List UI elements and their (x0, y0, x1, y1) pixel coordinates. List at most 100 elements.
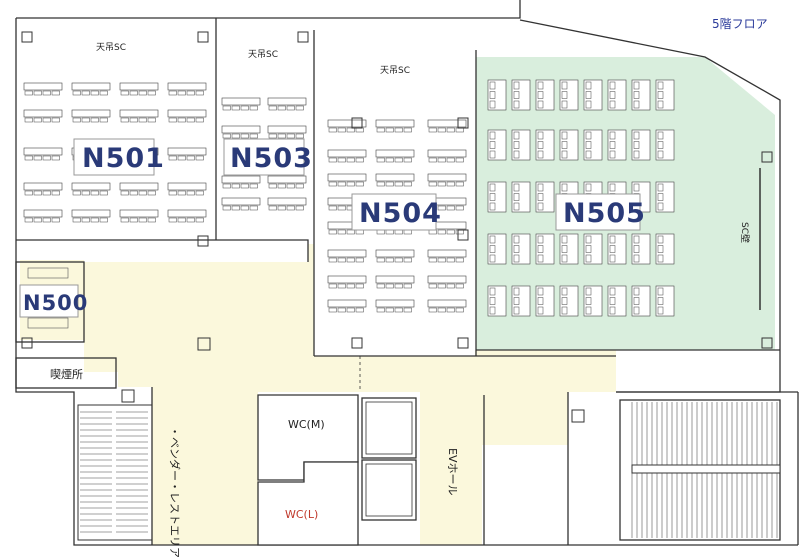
chair (376, 307, 385, 313)
chair (328, 205, 337, 211)
desk (631, 129, 651, 161)
chair (657, 287, 664, 296)
chair (489, 254, 496, 263)
chair (337, 257, 346, 263)
chair (585, 131, 592, 140)
chair (561, 235, 568, 244)
chair (240, 133, 249, 139)
pillars (21, 31, 773, 423)
chair (585, 245, 592, 253)
chair (513, 81, 520, 90)
chair (657, 306, 664, 315)
stair-landing (631, 464, 781, 474)
vendor-rest-area-label: ・ベンダー・レストエリア (168, 426, 182, 557)
chair (633, 235, 640, 244)
chair (561, 183, 568, 192)
chair (222, 183, 231, 189)
desk (655, 181, 675, 213)
chair (346, 229, 355, 235)
chair (147, 217, 156, 223)
chair (657, 183, 664, 192)
chair (346, 181, 355, 187)
chair (376, 229, 385, 235)
chair (403, 307, 412, 313)
desk (511, 129, 531, 161)
chair (403, 229, 412, 235)
chair (513, 254, 520, 263)
chair (513, 287, 520, 296)
desk (511, 285, 531, 317)
chair (537, 141, 544, 149)
chair (446, 229, 455, 235)
chair (231, 105, 240, 111)
room-label-n504: N504 (351, 193, 442, 231)
chair (455, 229, 464, 235)
chair (428, 127, 437, 133)
chair (585, 100, 592, 109)
chair (489, 91, 496, 99)
chair (609, 297, 616, 305)
chair (561, 254, 568, 263)
chair (90, 90, 99, 96)
room-label-n505: N505 (555, 193, 645, 231)
chair (346, 127, 355, 133)
desk (535, 285, 555, 317)
chair (90, 190, 99, 196)
desk (23, 82, 63, 91)
desk (221, 97, 261, 106)
chair (376, 157, 385, 163)
chair (455, 181, 464, 187)
chair (609, 81, 616, 90)
chair (437, 229, 446, 235)
desk (631, 233, 651, 265)
desk (487, 181, 507, 213)
chair (561, 81, 568, 90)
desk (71, 182, 111, 191)
chair (489, 193, 496, 201)
chair (337, 157, 346, 163)
chair (286, 133, 295, 139)
chair (657, 131, 664, 140)
chair (513, 193, 520, 201)
chair (537, 235, 544, 244)
desk (327, 249, 367, 258)
chair (657, 81, 664, 90)
desk (327, 119, 367, 128)
chair (585, 297, 592, 305)
chair (385, 283, 394, 289)
chair (99, 190, 108, 196)
chair (609, 141, 616, 149)
chair (120, 90, 129, 96)
chair (376, 283, 385, 289)
chair (489, 245, 496, 253)
chair (489, 150, 496, 159)
chair (385, 127, 394, 133)
chair (513, 306, 520, 315)
chair (138, 217, 147, 223)
chair (249, 183, 258, 189)
chair (513, 100, 520, 109)
svg-text:N504: N504 (359, 198, 442, 229)
chair (657, 245, 664, 253)
chair (394, 257, 403, 263)
chair (489, 81, 496, 90)
chair (249, 133, 258, 139)
chair (33, 190, 42, 196)
desk (607, 79, 627, 111)
chair (657, 235, 664, 244)
desk (375, 119, 415, 128)
chair (585, 306, 592, 315)
chair (513, 91, 520, 99)
svg-text:N503: N503 (230, 143, 313, 174)
chair (403, 181, 412, 187)
chair (633, 183, 640, 192)
chair (277, 183, 286, 189)
desk (427, 149, 467, 158)
chair (249, 105, 258, 111)
chair (337, 205, 346, 211)
chair (168, 217, 177, 223)
chair (585, 235, 592, 244)
chair (609, 254, 616, 263)
chair (585, 81, 592, 90)
wc-men-label: WC(M) (288, 418, 325, 431)
